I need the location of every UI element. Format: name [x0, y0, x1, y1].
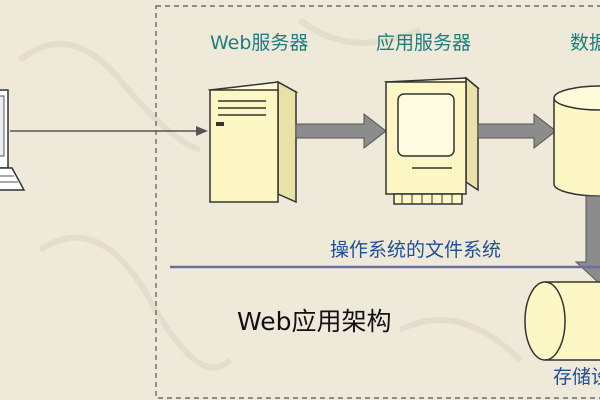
client-computer-icon — [0, 89, 26, 191]
database-to-storage-arrow — [574, 195, 600, 285]
app-server-icon — [384, 76, 480, 205]
background-texture — [18, 17, 523, 371]
app-to-database-arrow — [477, 112, 557, 150]
database-label: 数据库 — [570, 32, 600, 54]
database-icon — [553, 85, 600, 197]
system-boundary-frame — [155, 5, 600, 399]
web-to-app-arrow — [295, 112, 387, 150]
app-server-label: 应用服务器 — [376, 32, 472, 54]
storage-device-icon — [524, 281, 600, 361]
diagram-title: Web应用架构 — [237, 307, 392, 336]
request-arrow — [10, 126, 208, 136]
web-server-icon — [207, 80, 299, 204]
file-system-label: 操作系统的文件系统 — [330, 239, 502, 261]
storage-label: 存储设备 — [553, 366, 600, 388]
web-server-label: Web服务器 — [210, 32, 309, 54]
